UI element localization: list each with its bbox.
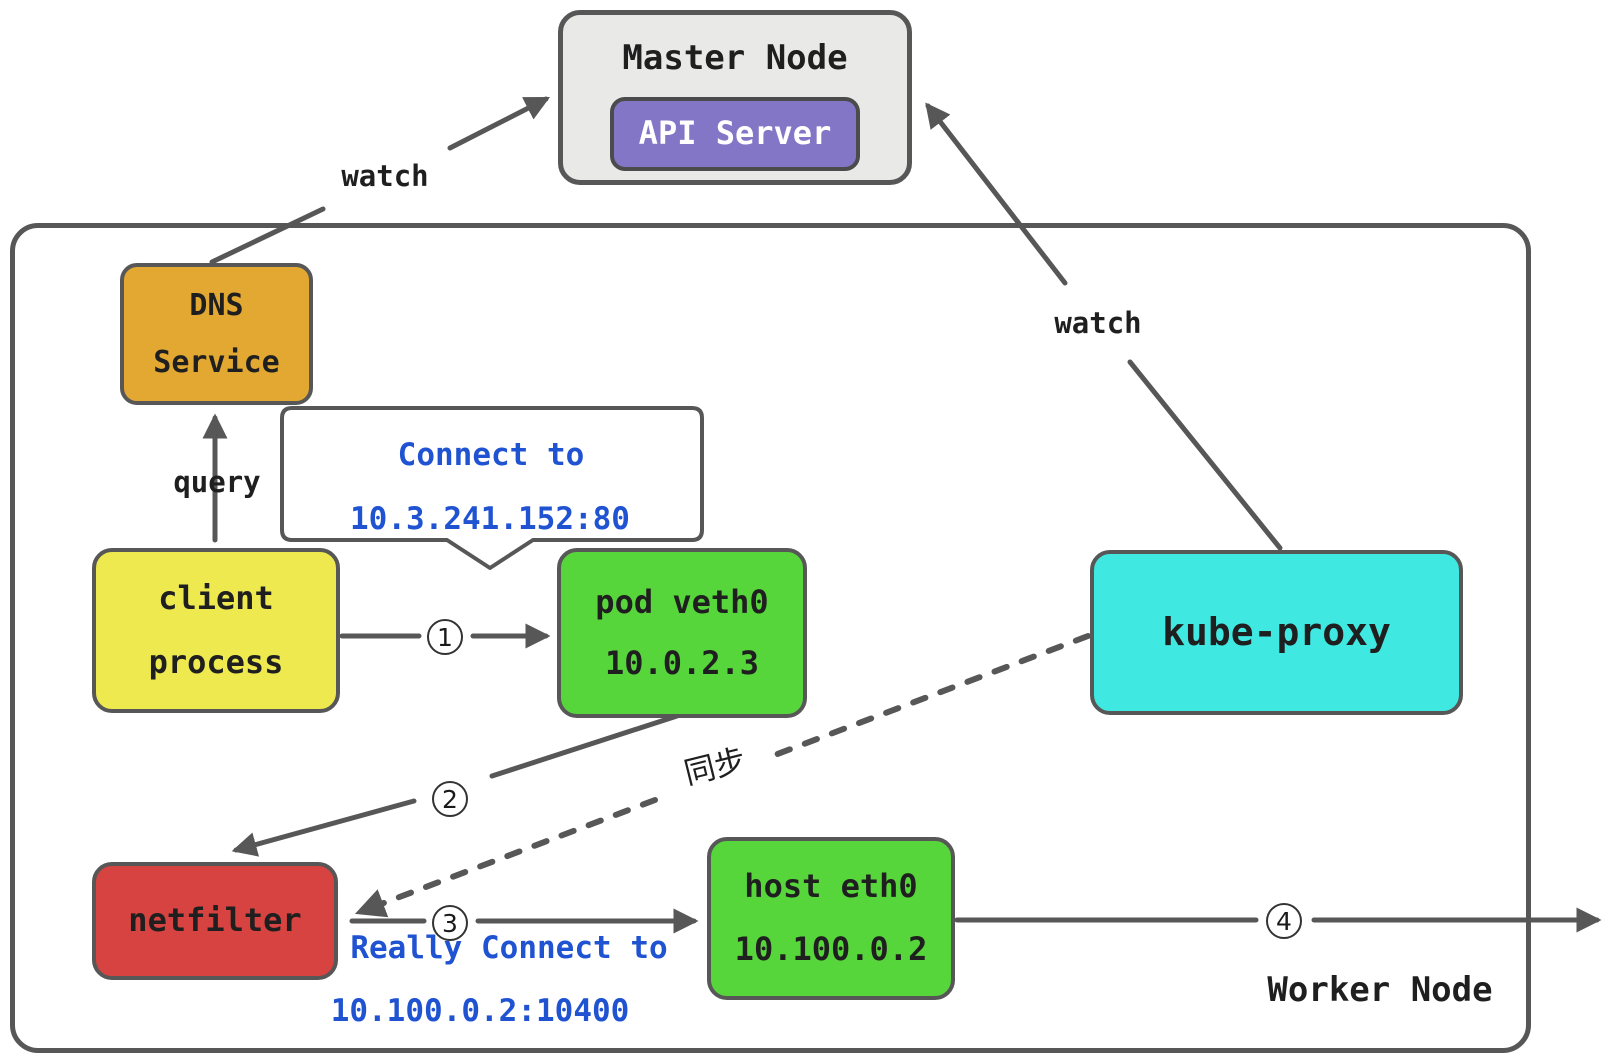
- pod-veth0-ip: 10.0.2.3: [604, 643, 760, 682]
- netfilter-label: netfilter: [128, 901, 302, 940]
- dns-service-box: DNS Service: [120, 263, 313, 405]
- watch-kube-proxy-line-segment: [1127, 359, 1283, 551]
- watch-dns-line-segment: [209, 206, 326, 265]
- step2-line-segment: [489, 713, 680, 779]
- master-node-box: Master Node API Server: [558, 10, 912, 185]
- step4-circle: 4: [1266, 903, 1302, 939]
- client-process-label-line2: process: [148, 642, 284, 681]
- watch-dns-label: watch: [341, 159, 429, 193]
- api-server-box: API Server: [610, 97, 860, 171]
- netfilter-box: netfilter: [92, 862, 338, 980]
- worker-node-label: Worker Node: [1267, 970, 1493, 1010]
- watch-dns-arrow: [447, 96, 551, 151]
- watch-kube-proxy-label: watch: [1054, 306, 1142, 340]
- really-connect-text-line1: Really Connect to: [350, 930, 668, 966]
- client-process-box: client process: [92, 548, 340, 713]
- step1-circle: 1: [427, 619, 463, 655]
- step3-circle: 3: [432, 905, 468, 941]
- worker-node-box: [10, 223, 1531, 1053]
- kube-proxy-box: kube-proxy: [1090, 550, 1463, 715]
- watch-kube-proxy-arrow: [925, 102, 1068, 286]
- callout-text-line1: Connect to: [397, 437, 585, 473]
- dns-service-label-line2: Service: [153, 345, 280, 380]
- sync-dashed-arrow: [354, 797, 658, 918]
- host-eth0-label: host eth0: [744, 867, 918, 906]
- query-label: query: [173, 465, 261, 499]
- step2-circle: 2: [432, 781, 468, 817]
- sync-dashed-line-segment: [772, 633, 1091, 758]
- step2-arrow: [231, 798, 417, 857]
- pod-veth0-label: pod veth0: [595, 582, 769, 621]
- callout-bubble: [280, 406, 704, 570]
- dns-service-label-line1: DNS: [189, 287, 244, 323]
- really-connect-text-line2: 10.100.0.2:10400: [330, 993, 630, 1029]
- kube-proxy-label: kube-proxy: [1162, 609, 1391, 654]
- pod-veth0-box: pod veth0 10.0.2.3: [557, 548, 807, 718]
- master-node-title: Master Node: [622, 38, 848, 78]
- client-process-label-line1: client: [158, 578, 274, 617]
- host-eth0-ip: 10.100.0.2: [734, 930, 928, 968]
- host-eth0-box: host eth0 10.100.0.2: [707, 837, 955, 1000]
- callout-text-line2: 10.3.241.152:80: [350, 501, 630, 537]
